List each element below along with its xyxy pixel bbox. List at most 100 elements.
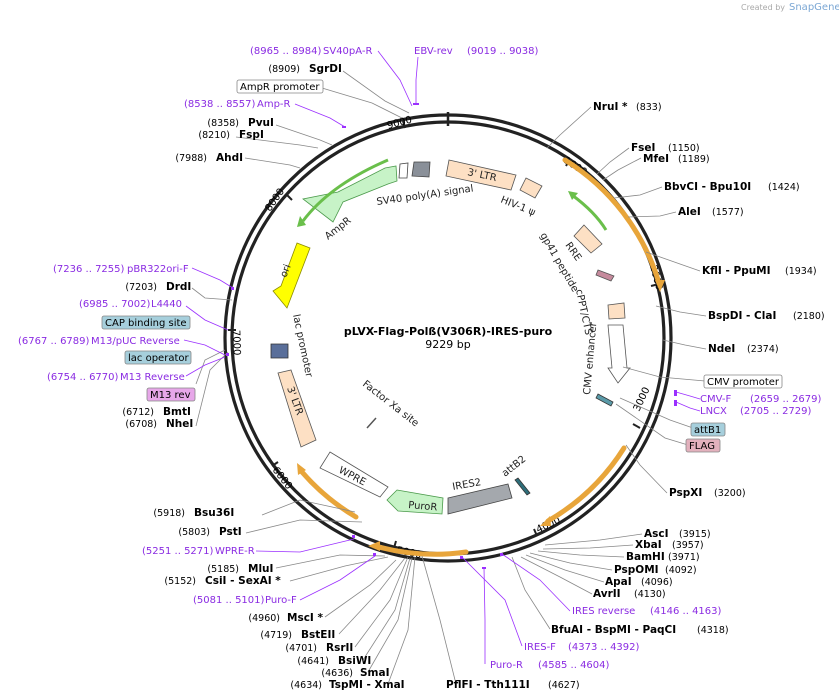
enzyme-pos: (5185) — [207, 564, 239, 575]
enzyme-name: BamHI — [626, 551, 665, 563]
ticks — [228, 120, 660, 549]
puror-label: PuroR — [408, 500, 438, 514]
enzyme-pos: (8909) — [268, 64, 300, 75]
enzyme-pos: (3200) — [714, 488, 746, 499]
sv40-label: SV40 poly(A) signal — [376, 183, 474, 207]
rre-feature — [573, 224, 603, 254]
enzyme-name: MscI * — [287, 612, 323, 624]
m13-rev-label: M13 rev — [150, 390, 191, 401]
snapgene-logo: SnapGene — [789, 2, 839, 13]
ori-label: ori — [279, 263, 294, 279]
enzyme-name: FspI — [239, 129, 264, 141]
enzyme-pos: (1577) — [712, 207, 744, 218]
enzyme-name: DrdI — [166, 281, 191, 293]
factor-xa-label: Factor Xa site — [360, 379, 420, 430]
lac-operator-feature — [270, 343, 289, 359]
enzyme-pos: (4960) — [248, 613, 280, 624]
enzyme-pos: (3957) — [672, 540, 704, 551]
primer-range: (6767 .. 6789) — [18, 336, 90, 347]
enzyme-name: SgrDI — [309, 63, 342, 75]
primer-range: (6754 .. 6770) — [47, 372, 119, 383]
primer-name: M13 Reverse — [120, 372, 185, 383]
enzyme-name: Bsu36I — [194, 507, 234, 519]
rre-strand-arrow — [571, 193, 608, 231]
enzyme-name: XbaI — [635, 539, 662, 551]
cppt-feature — [607, 302, 626, 320]
primer-name: EBV-rev — [414, 46, 453, 57]
primer-range: (4373 .. 4392) — [568, 642, 640, 653]
primer-name: Puro-R — [490, 660, 523, 671]
sv40-feature — [411, 161, 431, 178]
attb2-label: attB2 — [500, 454, 528, 479]
enzyme-pos: (3915) — [679, 529, 711, 540]
attb1-feature — [595, 393, 614, 407]
ori-feature — [272, 242, 311, 309]
primer-range: (8965 .. 8984) — [250, 46, 322, 57]
enzyme-name: MfeI — [643, 153, 669, 165]
enzyme-pos: (8358) — [207, 118, 239, 129]
enzyme-name: ApaI — [605, 576, 632, 588]
enzyme-pos: (4130) — [634, 589, 666, 600]
tick-7000: 7000 — [230, 330, 242, 356]
rre-label: RRE — [563, 240, 584, 263]
enzyme-name: AscI — [644, 528, 669, 540]
enzyme-name: BbvCI - Bpu10I — [664, 181, 751, 193]
flag-box — [685, 438, 721, 453]
primer-range: (2705 .. 2729) — [740, 406, 812, 417]
primer-range: (6985 .. 7002) — [79, 299, 151, 310]
primer-range: (7236 .. 7255) — [53, 264, 125, 275]
tick-3000: 3000 — [632, 386, 653, 414]
factor-xa-mark — [366, 417, 377, 429]
plasmid-size: 9229 bp — [425, 338, 470, 351]
enzyme-pos: (5803) — [178, 527, 210, 538]
lac-operator-label: lac operator — [128, 353, 189, 364]
primer-name: SV40pA-R — [323, 46, 372, 57]
plasmid-name: pLVX-Flag-Polß(V306R)-IRES-puro — [344, 325, 553, 338]
enzyme-pos: (4627) — [548, 680, 580, 691]
enzyme-pos: (1934) — [785, 266, 817, 277]
ltr3-bottom-feature — [277, 369, 317, 448]
hiv-psi-label: HIV-1 ψ — [499, 195, 537, 219]
primer-range: (4146 .. 4163) — [650, 606, 722, 617]
enzyme-name: AleI — [678, 206, 701, 218]
primer-name: IRES reverse — [572, 606, 635, 617]
enzyme-pos: (4719) — [260, 630, 292, 641]
ampr-label: AmpR — [323, 215, 353, 242]
enzyme-pos: (2374) — [747, 344, 779, 355]
enzyme-name: AvrII — [593, 588, 621, 600]
ampr-strand-head — [297, 216, 306, 227]
attb2-feature — [514, 477, 531, 496]
enzyme-name: NheI — [166, 418, 193, 430]
enzyme-pos: (2180) — [793, 311, 825, 322]
enzyme-pos: (833) — [636, 102, 662, 113]
ires2-feature — [447, 483, 513, 515]
enzyme-pos: (4096) — [641, 577, 673, 588]
enzyme-name: BstEII — [301, 629, 335, 641]
enzyme-name: PflFI - Tth111I — [446, 679, 530, 691]
primer-leaders — [183, 50, 701, 664]
enzyme-pos: (1150) — [668, 143, 700, 154]
enzyme-name: BsiWI — [338, 655, 371, 667]
left-leaders — [191, 70, 457, 685]
enzyme-name: TspMI - XmaI — [329, 679, 405, 691]
enzyme-pos: (4701) — [285, 643, 317, 654]
cap-site-label: CAP binding site — [105, 318, 187, 329]
puror-feature — [386, 489, 444, 515]
cmv-promoter-label: CMV promoter — [707, 377, 780, 388]
credit-prefix: Created by — [741, 3, 785, 12]
ampr-strand-arrow — [301, 158, 389, 222]
primer-name: LNCX — [700, 406, 727, 417]
enzyme-pos: (4318) — [697, 625, 729, 636]
m13-rev-box — [146, 387, 196, 402]
enzyme-name: MluI — [248, 563, 273, 575]
enzyme-name: PspXI — [669, 487, 702, 499]
lac-operator-box — [124, 350, 192, 365]
enzyme-pos: (6712) — [122, 407, 154, 418]
enzyme-pos: (4641) — [297, 656, 329, 667]
lac-promoter-label: lac promoter — [290, 313, 314, 379]
primer-name: pBR322ori-F — [127, 264, 189, 275]
enzyme-pos: (4636) — [321, 668, 353, 679]
attb1-label: attB1 — [694, 425, 721, 436]
orf-arrowheads — [297, 280, 665, 551]
enzyme-name: BfuAI - BspMI - PaqCI — [551, 624, 676, 636]
